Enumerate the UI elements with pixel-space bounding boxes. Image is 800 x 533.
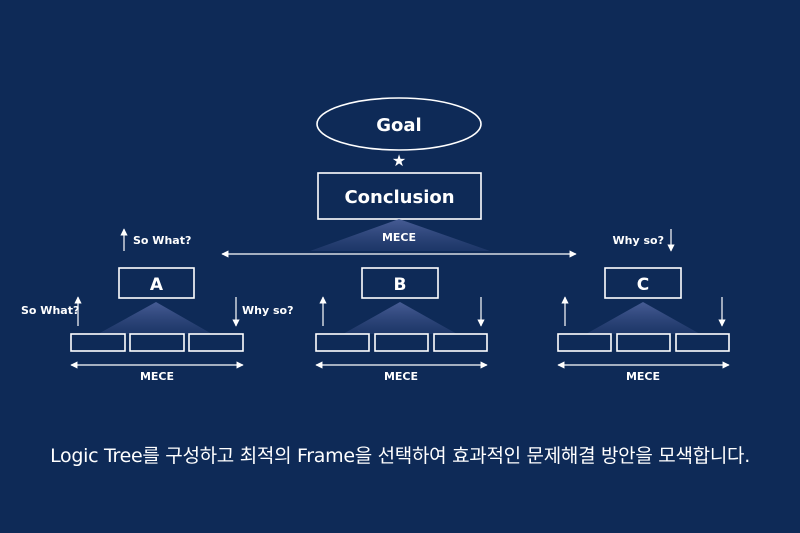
node-b-label: B xyxy=(394,275,407,295)
conclusion-box xyxy=(317,172,482,220)
node-c-leaf-1 xyxy=(557,333,612,352)
node-a-label: A xyxy=(150,275,164,295)
node-a-why-so-right: Why so? xyxy=(242,304,293,317)
node-a-so-what-left: So What? xyxy=(21,304,79,317)
node-c-triangle xyxy=(586,302,700,334)
top-mece-triangle xyxy=(310,219,490,251)
node-b-group: B MECE xyxy=(315,267,488,383)
node-a-mece-label: MECE xyxy=(140,370,174,383)
node-a-leaf-2 xyxy=(129,333,185,352)
star-icon: ★ xyxy=(392,153,406,170)
node-c-label: C xyxy=(637,275,649,295)
node-c-box xyxy=(604,267,682,299)
node-c-leaf-2 xyxy=(616,333,671,352)
node-b-mece-label: MECE xyxy=(384,370,418,383)
node-a-triangle xyxy=(98,302,212,334)
node-a-box xyxy=(118,267,195,299)
top-mece-label: MECE xyxy=(382,231,416,244)
node-b-leaf-1 xyxy=(315,333,370,352)
node-c-mece-label: MECE xyxy=(626,370,660,383)
node-c-leaf-3 xyxy=(675,333,730,352)
conclusion-label: Conclusion xyxy=(344,187,454,208)
node-b-box xyxy=(361,267,439,299)
node-a-leaf-1 xyxy=(70,333,126,352)
goal-label: Goal xyxy=(376,115,421,136)
node-b-leaf-2 xyxy=(374,333,429,352)
node-c-why-so-above: Why so? xyxy=(613,234,664,247)
node-b-triangle xyxy=(343,302,457,334)
node-a-leaf-3 xyxy=(188,333,244,352)
node-a-so-what-above: So What? xyxy=(133,234,191,247)
caption-text: Logic Tree를 구성하고 최적의 Frame을 선택하여 효과적인 문제… xyxy=(50,445,750,467)
node-b-leaf-3 xyxy=(433,333,488,352)
goal-ellipse xyxy=(316,97,482,151)
node-a-group: So What? A So What? Why so? MECE xyxy=(21,228,293,383)
node-c-group: Why so? C MECE xyxy=(557,229,730,383)
